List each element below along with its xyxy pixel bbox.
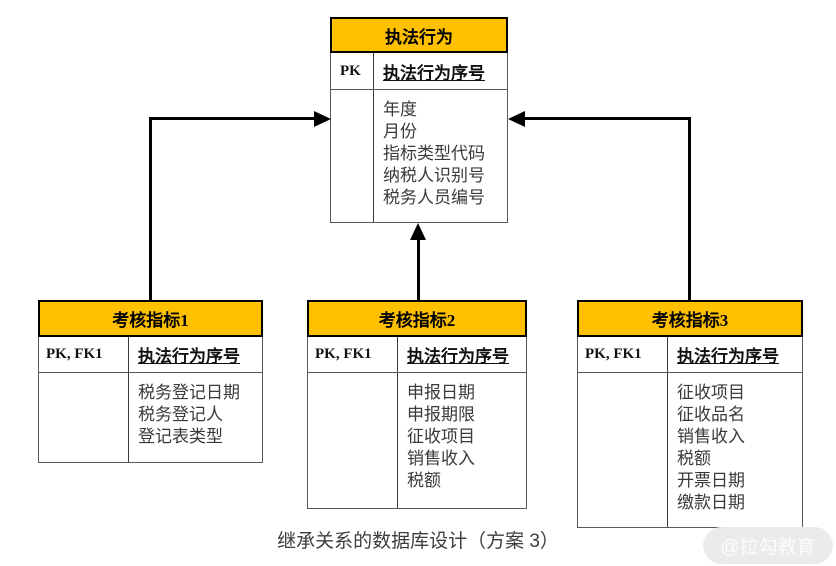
pk-fk-label: PK, FK1 [578,337,668,372]
entity-title: 考核指标3 [577,300,803,337]
pk-field: 执法行为序号 [138,347,240,366]
key-column-spacer [331,90,374,222]
primary-key-row: PK, FK1 执法行为序号 [578,337,802,373]
entity-table-parent: 执法行为 PK 执法行为序号 年度 月份 指标类型代码 纳税人识别号 税务人员编… [330,17,508,223]
entity-table-child3: 考核指标3 PK, FK1 执法行为序号 征收项目 征收品名 销售收入 税额 开… [577,300,803,528]
connector-child3-horizontal-line [524,117,691,120]
primary-key-row: PK 执法行为序号 [331,53,507,90]
entity-attributes: 税务登记日期 税务登记人 登记表类型 [138,383,240,446]
entity-body: 征收项目 征收品名 销售收入 税额 开票日期 缴款日期 [578,373,802,527]
pk-field: 执法行为序号 [407,347,509,366]
entity-title: 考核指标2 [307,300,527,337]
key-column-spacer [578,373,668,527]
entity-body: 年度 月份 指标类型代码 纳税人识别号 税务人员编号 [331,90,507,222]
arrowhead-right-icon [314,111,331,127]
connector-child3-vertical-line [688,119,691,300]
entity-body: 税务登记日期 税务登记人 登记表类型 [39,373,262,462]
pk-label: PK [331,53,374,89]
entity-attributes: 申报日期 申报期限 征收项目 销售收入 税额 [407,383,475,490]
connector-child1-horizontal-line [149,117,316,120]
arrowhead-up-icon [410,223,426,240]
connector-child1-vertical-line [149,119,152,300]
pk-fk-label: PK, FK1 [308,337,398,372]
key-column-spacer [308,373,398,508]
primary-key-row: PK, FK1 执法行为序号 [308,337,526,373]
entity-attributes: 征收项目 征收品名 销售收入 税额 开票日期 缴款日期 [677,383,745,512]
pk-fk-label: PK, FK1 [39,337,129,372]
key-column-spacer [39,373,129,462]
pk-field: 执法行为序号 [383,63,485,83]
diagram-caption: 继承关系的数据库设计（方案 3） [277,531,559,552]
entity-title: 考核指标1 [38,300,263,337]
entity-title: 执法行为 [330,17,508,53]
entity-body: 申报日期 申报期限 征收项目 销售收入 税额 [308,373,526,508]
primary-key-row: PK, FK1 执法行为序号 [39,337,262,373]
pk-field: 执法行为序号 [677,347,779,366]
entity-attributes: 年度 月份 指标类型代码 纳税人识别号 税务人员编号 [383,100,485,207]
connector-child2-vertical-line [417,238,420,300]
arrowhead-left-icon [508,111,525,127]
entity-table-child1: 考核指标1 PK, FK1 执法行为序号 税务登记日期 税务登记人 登记表类型 [38,300,263,463]
watermark-badge: @拉勾教育 [703,527,833,564]
entity-table-child2: 考核指标2 PK, FK1 执法行为序号 申报日期 申报期限 征收项目 销售收入… [307,300,527,509]
